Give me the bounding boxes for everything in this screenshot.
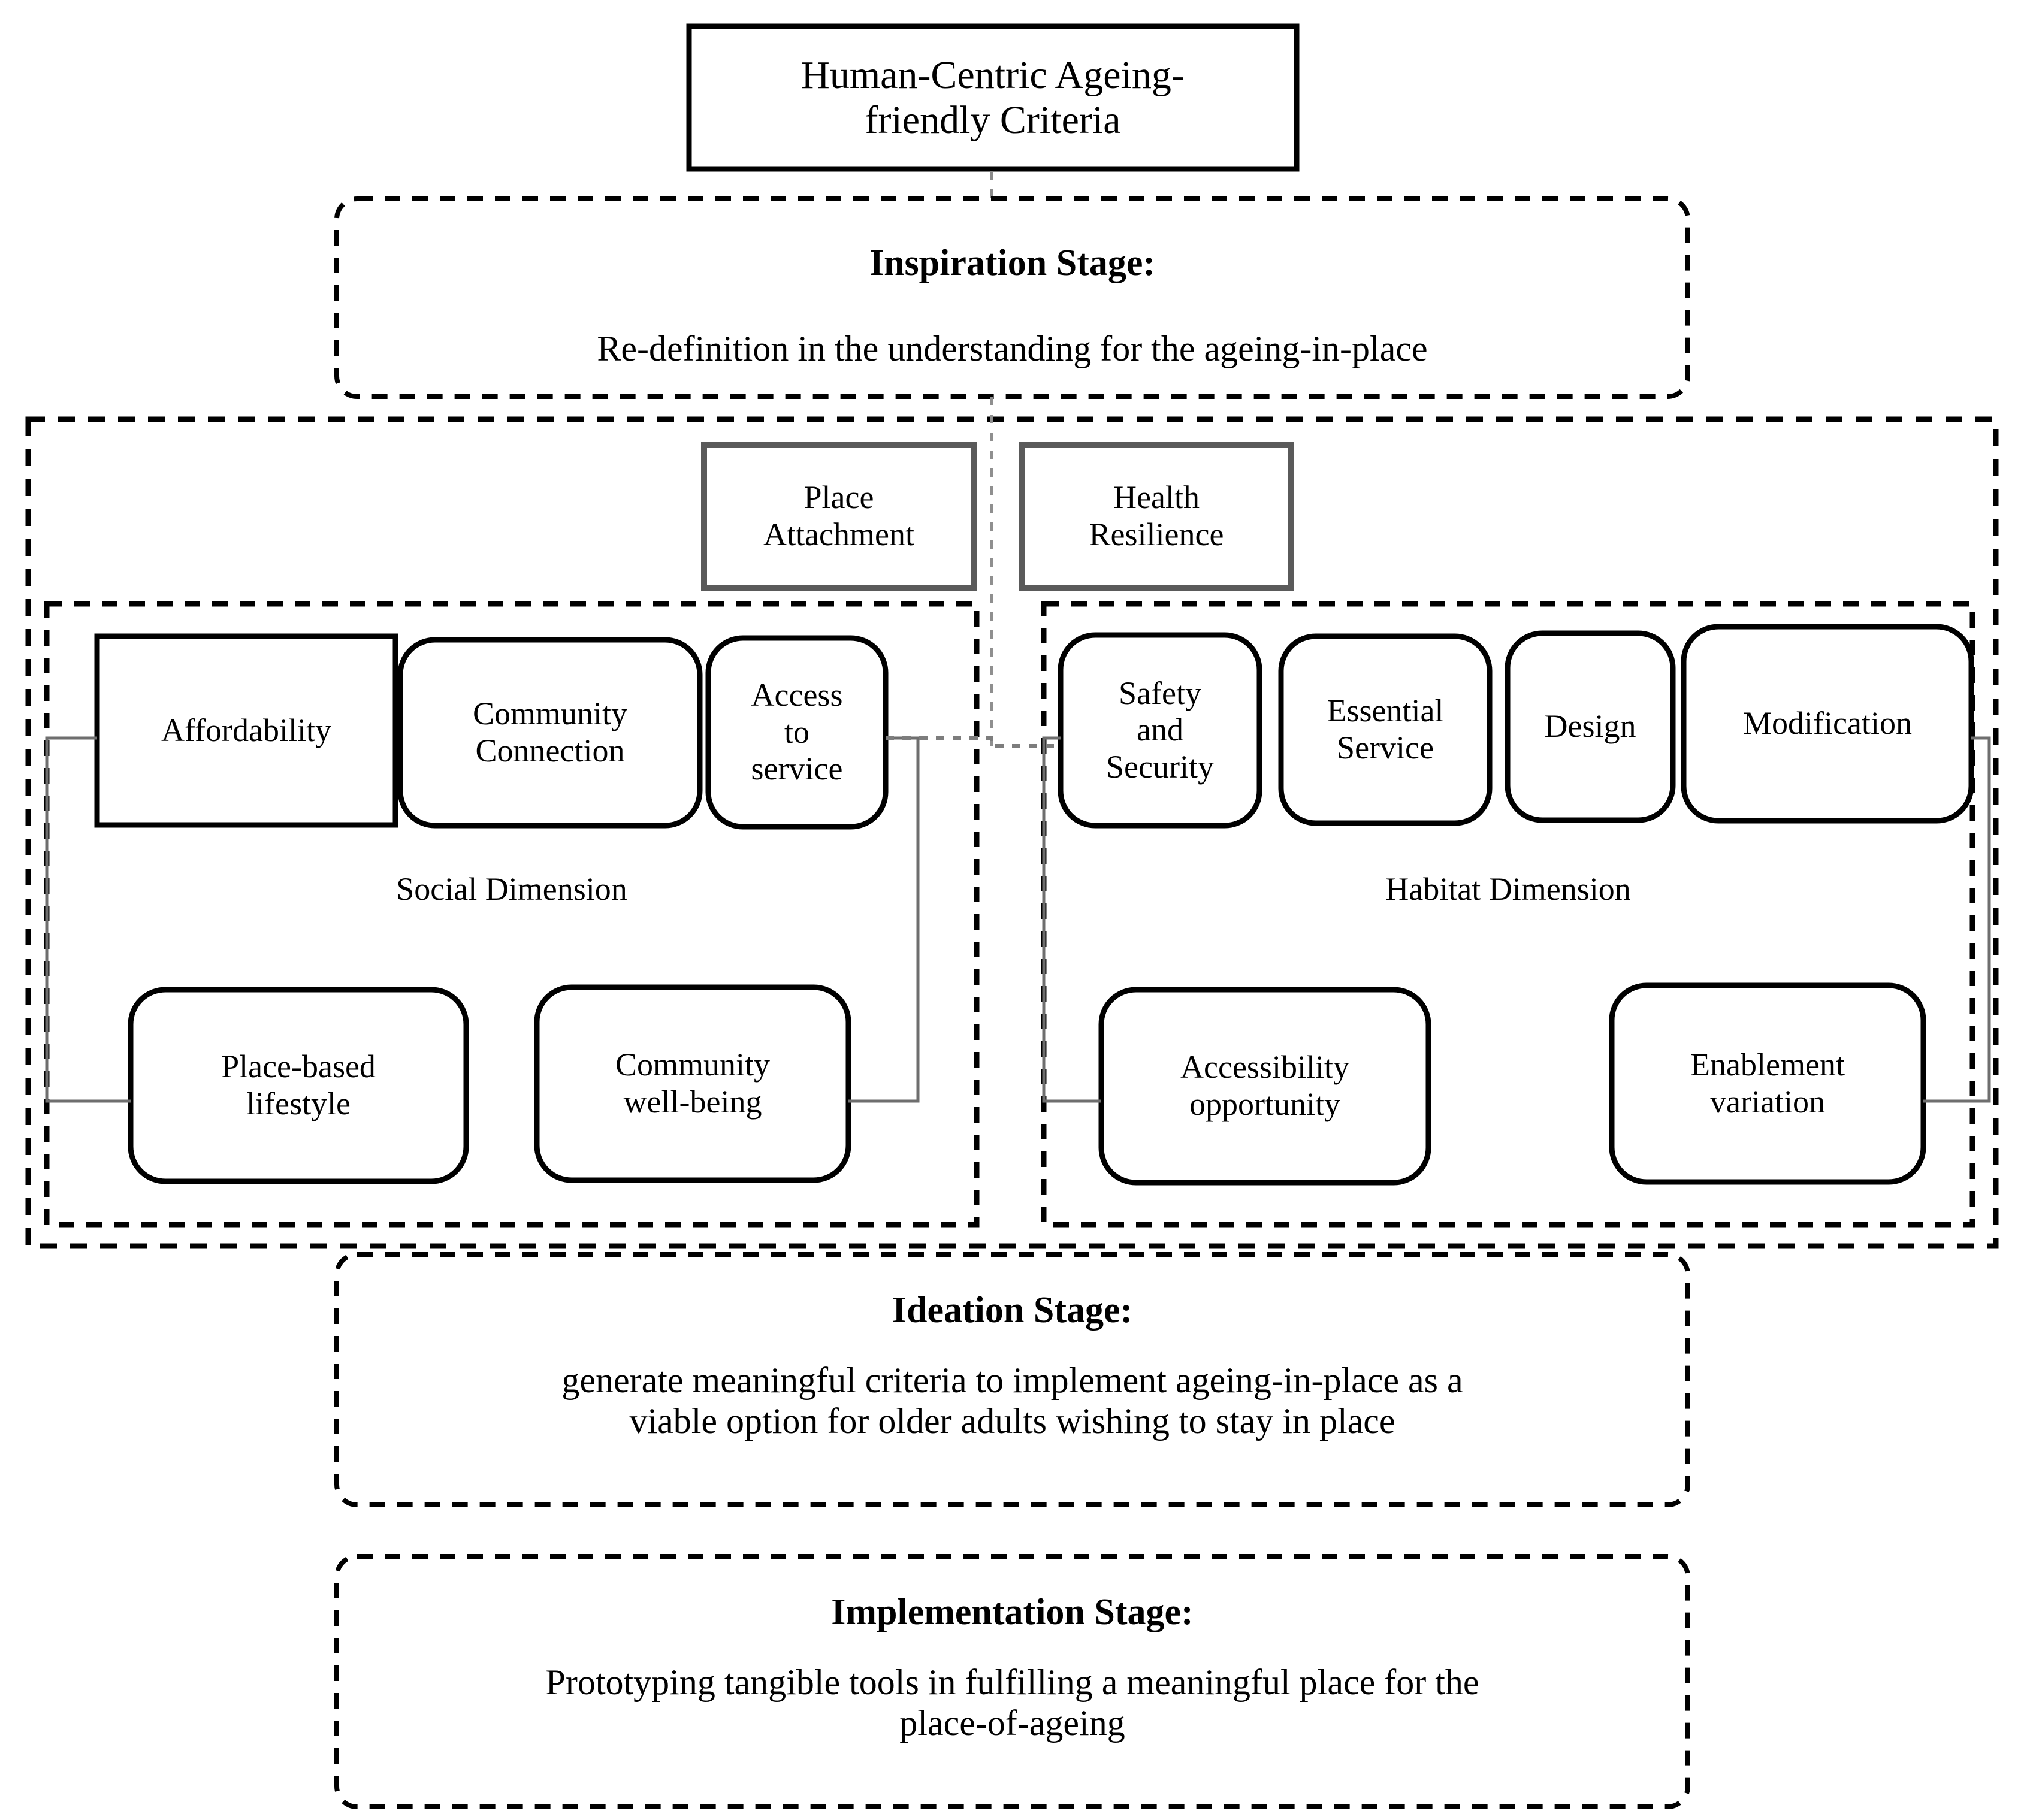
place-attachment-shape xyxy=(701,442,977,591)
habitat-left-bracket-connector xyxy=(1042,736,1101,1103)
access-to-safety-dotted-connector xyxy=(886,736,1061,748)
safety-and-security-shape xyxy=(1058,632,1262,829)
social-left-bracket-connector xyxy=(45,736,131,1103)
ideation-stage-shape xyxy=(334,1252,1690,1507)
affordability-shape xyxy=(94,633,398,828)
implementation-stage-shape xyxy=(334,1554,1690,1809)
enablement-variation-shape xyxy=(1609,982,1926,1185)
design-shape xyxy=(1505,630,1676,823)
community-connection-shape xyxy=(397,637,703,829)
access-to-service-shape xyxy=(705,635,889,830)
essential-service-shape xyxy=(1278,633,1493,826)
criteria-outer-frame xyxy=(25,416,1999,1249)
accessibility-opportunity-shape xyxy=(1098,987,1431,1186)
inspiration-stage-shape xyxy=(334,196,1690,399)
social-right-bracket-connector xyxy=(848,736,920,1103)
modification-shape xyxy=(1681,624,1974,824)
place-based-lifestyle-shape xyxy=(128,987,469,1184)
community-well-being-shape xyxy=(534,984,851,1183)
habitat-right-bracket-connector xyxy=(1923,736,1991,1103)
title-box-shape xyxy=(686,23,1300,172)
health-resilience-shape xyxy=(1019,442,1294,591)
